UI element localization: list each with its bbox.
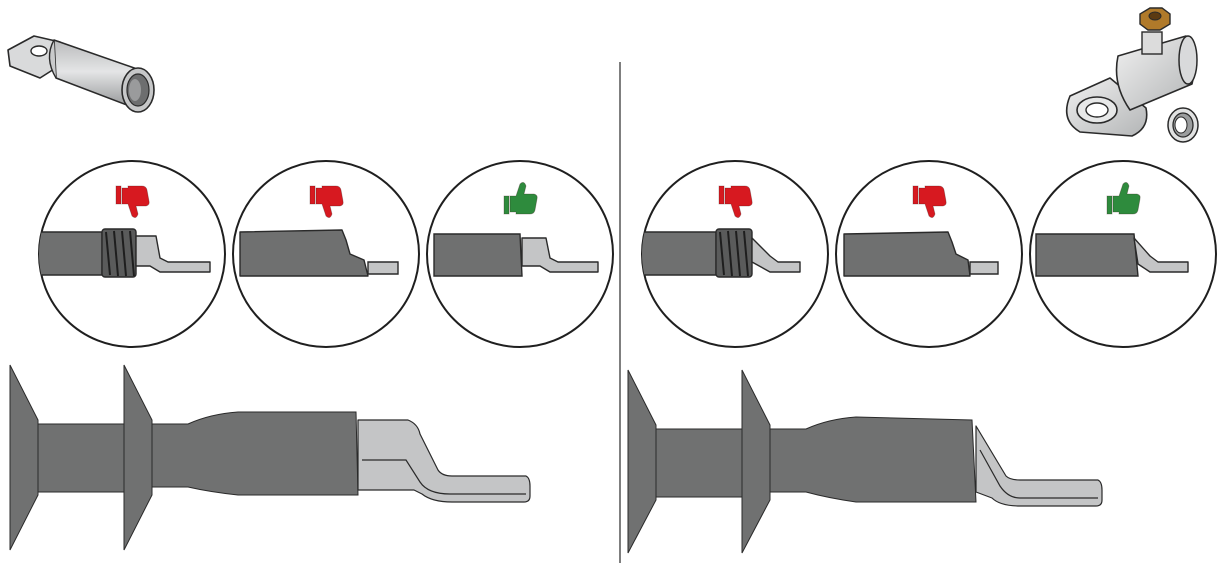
compression-lug-cross-section [10, 365, 530, 550]
mechanical-lug-cross-section [628, 370, 1102, 553]
cylindrical-compression-lug-icon [8, 36, 154, 112]
mechanical-shear-bolt-lug-icon [1067, 8, 1198, 142]
